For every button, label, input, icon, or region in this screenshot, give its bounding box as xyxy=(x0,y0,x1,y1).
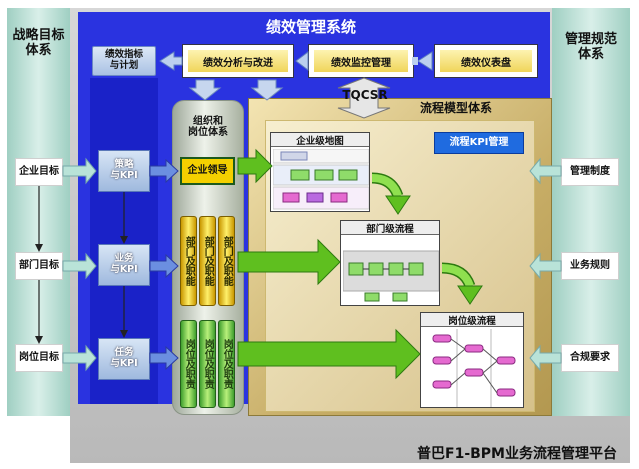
enterprise-map-diagram xyxy=(273,149,369,210)
analysis-module-label: 绩效分析与改进 xyxy=(188,50,288,72)
dashboard-module[interactable]: 绩效仪表盘 xyxy=(434,44,538,78)
enterprise-map-title: 企业级地图 xyxy=(271,133,369,147)
position-process-diagram xyxy=(432,329,516,407)
org-title: 组织和 岗位体系 xyxy=(188,115,228,139)
department-process-title: 部门级流程 xyxy=(341,221,439,235)
business-kpi-box[interactable]: 业务 与KPI xyxy=(98,244,150,286)
management-title: 管理规范 体系 xyxy=(564,32,617,62)
management-rules-box[interactable]: 管理制度 xyxy=(561,158,619,186)
strategy-kpi-box[interactable]: 策略 与KPI xyxy=(98,150,150,192)
dept-cylinder-2[interactable]: 部门及职能 xyxy=(199,216,216,306)
strategy-title: 战略目标 体系 xyxy=(12,28,65,58)
analysis-module[interactable]: 绩效分析与改进 xyxy=(182,44,294,78)
performance-title: 绩效管理系统 xyxy=(265,18,356,37)
platform-title: 普巴F1-BPM业务流程管理平台 xyxy=(417,446,617,462)
compliance-box[interactable]: 合规要求 xyxy=(561,344,619,372)
dept-cylinder-1[interactable]: 部门及职能 xyxy=(180,216,197,306)
position-goal-box[interactable]: 岗位目标 xyxy=(15,344,63,372)
position-process-title: 岗位级流程 xyxy=(421,313,523,327)
process-model-title: 流程模型体系 xyxy=(420,101,493,116)
tqcsr-label: TQCSR xyxy=(342,88,388,103)
department-process-diagram xyxy=(343,250,439,302)
monitoring-module[interactable]: 绩效监控管理 xyxy=(308,44,414,78)
post-cylinder-2[interactable]: 岗位及职责 xyxy=(199,320,216,408)
post-cylinder-1[interactable]: 岗位及职责 xyxy=(180,320,197,408)
department-process-thumb[interactable]: 部门级流程 xyxy=(340,220,440,306)
monitoring-module-label: 绩效监控管理 xyxy=(314,50,408,72)
post-cylinder-3[interactable]: 岗位及职责 xyxy=(218,320,235,408)
position-process-thumb[interactable]: 岗位级流程 xyxy=(420,312,524,408)
process-kpi-button[interactable]: 流程KPI管理 xyxy=(434,132,524,154)
business-rules-box[interactable]: 业务规则 xyxy=(561,252,619,280)
dept-cylinder-3[interactable]: 部门及职能 xyxy=(218,216,235,306)
dashboard-module-label: 绩效仪表盘 xyxy=(440,50,532,72)
enterprise-map-thumb[interactable]: 企业级地图 xyxy=(270,132,370,212)
kpi-plan-box[interactable]: 绩效指标 与计划 xyxy=(92,46,156,76)
leader-box[interactable]: 企业领导 xyxy=(180,157,235,185)
